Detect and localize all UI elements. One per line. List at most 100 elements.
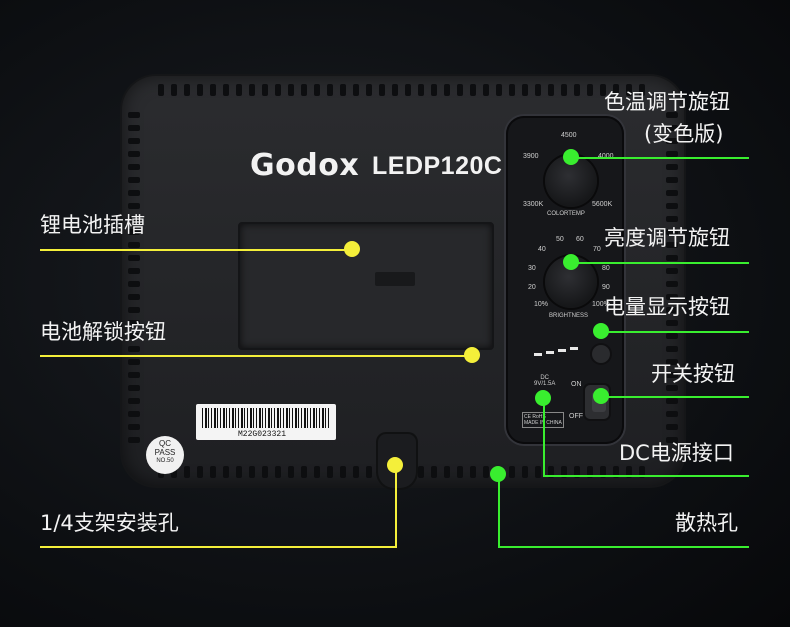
cert-label: CE RoHS MADE IN CHINA: [522, 412, 564, 428]
ct-tick: 4500: [561, 132, 577, 139]
vent-slot: [392, 84, 398, 96]
vent-slot: [666, 151, 678, 157]
vent-slot: [128, 112, 140, 118]
dc-port-leader: [543, 475, 749, 477]
vent-slot: [128, 268, 140, 274]
vent-slot: [158, 84, 164, 96]
battery-contact: [375, 272, 415, 286]
mount-leader-v: [395, 465, 397, 547]
battery-display-button[interactable]: [592, 345, 610, 363]
vent-slot: [353, 466, 359, 478]
vent-slot: [128, 320, 140, 326]
vent-slot: [128, 398, 140, 404]
vent-slot: [128, 203, 140, 209]
br-tick: 60: [576, 236, 584, 243]
vent-slot: [666, 138, 678, 144]
ct-tick: 5600K: [592, 201, 613, 208]
vent-slot: [666, 255, 678, 261]
vent-slot: [483, 466, 489, 478]
ct-tick: 3300K: [523, 201, 544, 208]
dc-port-annotation: DC电源接口: [619, 441, 734, 465]
vent-slot: [626, 466, 632, 478]
vent-leader: [498, 546, 749, 548]
vent-slot: [366, 84, 372, 96]
brightness-leader: [571, 262, 749, 264]
vent-slot: [666, 398, 678, 404]
vent-slot: [128, 281, 140, 287]
br-tick: 10%: [534, 301, 549, 308]
vent-slot: [197, 84, 203, 96]
vent-slot: [626, 84, 632, 96]
vent-slot: [666, 411, 678, 417]
vent-slot: [574, 466, 580, 478]
battery-display-marker: [593, 323, 609, 339]
battery-level-indicator: [558, 349, 566, 352]
vent-slot: [457, 84, 463, 96]
vent-slot: [327, 466, 333, 478]
ct-label: COLORTEMP: [547, 211, 585, 217]
vent-slot: [522, 466, 528, 478]
vent-slot: [666, 177, 678, 183]
vent-slot: [418, 84, 424, 96]
vent-slot: [171, 84, 177, 96]
vent-slot: [666, 268, 678, 274]
switch-off-label: OFF: [569, 413, 583, 420]
vent-slot: [666, 359, 678, 365]
vent-slot: [184, 84, 190, 96]
vent-slot: [262, 84, 268, 96]
vent-slot: [128, 294, 140, 300]
vent-slot: [666, 320, 678, 326]
vent-slot: [405, 84, 411, 96]
br-tick: 90: [602, 284, 610, 291]
vent-slot: [431, 466, 437, 478]
vent-slot: [666, 437, 678, 443]
brand-logo: Godox: [250, 148, 360, 183]
vent-slot: [379, 84, 385, 96]
vent-slot: [128, 190, 140, 196]
vent-slot: [457, 466, 463, 478]
vent-slot: [666, 281, 678, 287]
vent-slot: [327, 84, 333, 96]
battery-level-indicator: [546, 351, 554, 354]
br-tick: 80: [602, 265, 610, 272]
model-name: LEDP120C: [372, 152, 503, 180]
vent-slot: [666, 346, 678, 352]
vent-slot: [128, 437, 140, 443]
br-tick: 20: [528, 284, 536, 291]
battery-release-leader: [40, 355, 472, 357]
vent-slot: [301, 466, 307, 478]
br-tick: 50: [556, 236, 564, 243]
vent-slot: [639, 84, 645, 96]
vent-slot: [353, 84, 359, 96]
vent-slot: [666, 216, 678, 222]
vent-slot: [128, 164, 140, 170]
vent-slot: [128, 151, 140, 157]
battery-display-leader: [601, 331, 749, 333]
vent-slot: [128, 424, 140, 430]
vent-slot: [262, 466, 268, 478]
vent-slot: [535, 466, 541, 478]
br-tick: 70: [593, 246, 601, 253]
vent-slot: [444, 466, 450, 478]
battery-slot-annotation: 锂电池插槽: [40, 213, 145, 237]
qc-line: QC: [159, 439, 171, 448]
vent-slot: [587, 466, 593, 478]
vent-slot: [666, 372, 678, 378]
qc-line: NO.50: [156, 458, 174, 464]
vent-slot: [666, 242, 678, 248]
vent-slot: [613, 84, 619, 96]
vent-slot: [128, 346, 140, 352]
vent-slot: [128, 359, 140, 365]
vent-slot: [666, 112, 678, 118]
vent-slot: [236, 466, 242, 478]
vent-slot: [128, 372, 140, 378]
vent-slot: [314, 466, 320, 478]
vent-slot: [184, 466, 190, 478]
vent-slot: [197, 466, 203, 478]
dc-port-marker: [535, 390, 551, 406]
power-switch-annotation: 开关按钮: [651, 362, 735, 386]
vent-slot: [509, 84, 515, 96]
vent-slot: [223, 84, 229, 96]
vent-slot: [128, 411, 140, 417]
br-tick: 30: [528, 265, 536, 272]
